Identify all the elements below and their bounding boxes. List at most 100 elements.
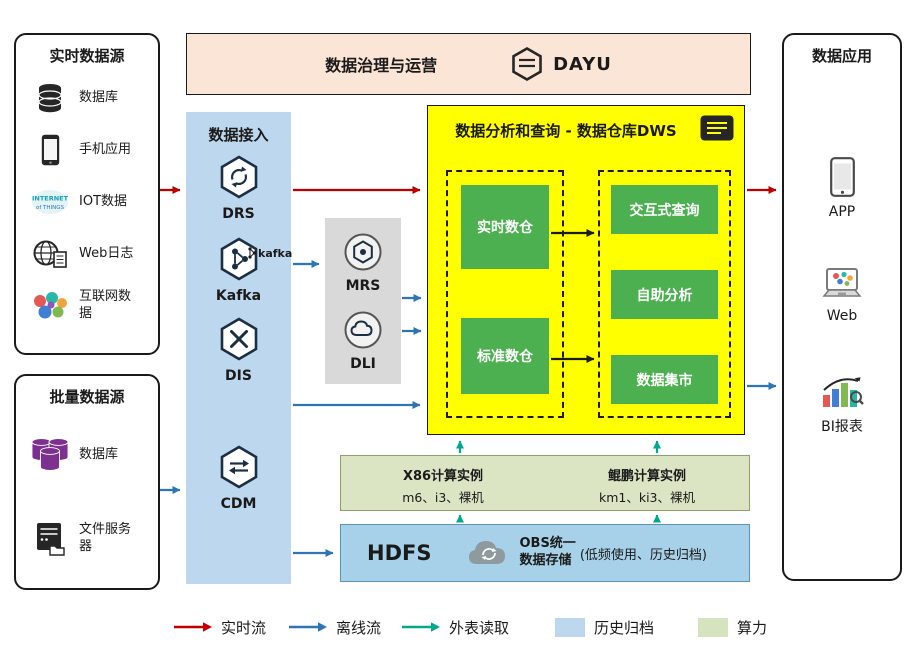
- kunpeng-compute: 鲲鹏计算实例 km1、ki3、裸机: [545, 456, 749, 510]
- internet-data-icon: [28, 291, 72, 321]
- svg-text:INTERNET: INTERNET: [32, 195, 69, 203]
- applications-title: 数据应用: [811, 47, 872, 65]
- batch-sources-panel: 批量数据源 数据库: [14, 374, 160, 590]
- kunpeng-compute-subtitle: km1、ki3、裸机: [598, 490, 696, 505]
- processing-label-dli: DLI: [350, 356, 376, 372]
- processing-item-dli: DLI: [325, 310, 401, 372]
- processing-item-mrs: MRS: [325, 232, 401, 294]
- phone-icon: [28, 134, 72, 166]
- ingest-item-drs: DRS: [186, 154, 291, 222]
- dayu-hexagon-icon: [512, 46, 542, 82]
- applications-panel: 数据应用 APP Web: [782, 33, 902, 581]
- kafka-wordmark: kafka: [247, 246, 292, 260]
- source-item-internet-data: 互联网数据: [16, 280, 158, 332]
- legend-item-realtime-flow: 实时流: [174, 616, 266, 638]
- cdm-hexagon-icon: [220, 445, 257, 489]
- ingest-label-cdm: CDM: [220, 496, 257, 512]
- obs-line2: 数据存储: [519, 553, 572, 568]
- governance-banner: 数据治理与运营 DAYU: [186, 33, 751, 95]
- dws-panel: 数据分析和查询 - 数据仓库DWS 实时数仓 标准数仓 交互式查询 自助分析 数…: [427, 105, 745, 435]
- legend-item-history-archive: 历史归档: [555, 616, 654, 638]
- source-item-iot: INTERNET of THINGS IOT数据: [16, 176, 158, 228]
- ingestion-column: 数据接入 DRS: [186, 112, 292, 584]
- kafka-logo-icon: [248, 247, 257, 259]
- legend-label: 算力: [737, 618, 768, 637]
- mrs-icon: [344, 233, 382, 271]
- legend-arrow-offline-icon: [289, 622, 327, 632]
- legend-arrow-external-icon: [402, 622, 440, 632]
- realtime-sources-title: 实时数据源: [49, 47, 125, 65]
- iot-icon: INTERNET of THINGS: [28, 187, 72, 217]
- warehouse-box-standard: 标准数仓: [461, 318, 549, 394]
- service-box-self-analysis: 自助分析: [611, 270, 718, 319]
- legend-swatch-archive: [555, 617, 585, 637]
- app-item-bi: BI报表: [784, 373, 900, 436]
- dis-hexagon-icon: [220, 317, 257, 361]
- app-item-web: Web: [784, 267, 900, 324]
- ingestion-title: 数据接入: [208, 126, 269, 144]
- ingest-label-kafka: Kafka: [215, 288, 262, 304]
- ingest-item-dis: DIS: [186, 316, 291, 384]
- x86-compute-subtitle: m6、i3、裸机: [402, 490, 484, 505]
- legend-label: 历史归档: [594, 618, 655, 637]
- database-icon: [28, 82, 72, 114]
- service-box-interactive-query: 交互式查询: [611, 185, 718, 234]
- dws-title: 数据分析和查询 - 数据仓库DWS: [455, 122, 677, 140]
- app-label: Web: [826, 308, 858, 324]
- source-label: 文件服务器: [79, 522, 132, 554]
- service-box-data-mart: 数据集市: [611, 355, 718, 404]
- warehouse-group: 实时数仓 标准数仓: [446, 170, 564, 418]
- batch-sources-list: 数据库 文件服务器: [16, 413, 158, 581]
- processing-label-mrs: MRS: [345, 278, 381, 294]
- legend-label: 实时流: [221, 618, 267, 637]
- document-icon: [699, 114, 735, 146]
- source-label: 数据库: [79, 89, 119, 105]
- warehouse-box-realtime: 实时数仓: [461, 185, 549, 269]
- source-item-file-server: 文件服务器: [16, 497, 158, 581]
- drs-hexagon-icon: [220, 155, 257, 199]
- realtime-sources-list: 数据库 手机应用 INTERNET of THINGS: [16, 72, 158, 332]
- app-phone-icon: [829, 157, 855, 197]
- service-group: 交互式查询 自助分析 数据集市: [598, 170, 731, 418]
- obs-storage-label: OBS统一 数据存储: [519, 536, 575, 570]
- ingest-item-kafka: kafka Kafka: [186, 236, 292, 304]
- source-label: IOT数据: [79, 193, 128, 209]
- kafka-hexagon-icon: [220, 237, 257, 281]
- source-label: Web日志: [79, 245, 134, 261]
- source-item-web-log: Web日志: [16, 228, 158, 280]
- bi-chart-icon: [823, 377, 864, 407]
- kunpeng-compute-title: 鲲鹏计算实例: [607, 469, 686, 484]
- dayu-text: DAYU: [553, 53, 612, 75]
- obs-cloud-icon: [465, 536, 513, 570]
- file-server-icon: [28, 521, 72, 557]
- legend-label: 离线流: [336, 618, 382, 637]
- ingest-label-dis: DIS: [225, 368, 252, 384]
- kafka-wordmark-text: kafka: [258, 246, 293, 260]
- realtime-sources-panel: 实时数据源 数据库: [14, 33, 160, 355]
- x86-compute-title: X86计算实例: [402, 469, 484, 484]
- storage-bar: HDFS OBS统一 数据存储 (低频使用、历史归档): [340, 524, 750, 582]
- compute-bar: X86计算实例 m6、i3、裸机 鲲鹏计算实例 km1、ki3、裸机: [340, 455, 750, 511]
- ingest-item-cdm: CDM: [186, 444, 291, 512]
- database-cluster-icon: [28, 436, 72, 474]
- legend-label: 外表读取: [449, 618, 510, 637]
- batch-sources-title: 批量数据源: [49, 388, 125, 406]
- ingest-label-drs: DRS: [222, 206, 255, 222]
- web-log-globe-icon: [28, 239, 72, 269]
- app-label: BI报表: [821, 419, 863, 435]
- source-item-database-cluster: 数据库: [16, 413, 158, 497]
- source-label: 互联网数据: [79, 289, 132, 321]
- dli-icon: [344, 311, 382, 349]
- obs-line1: OBS统一: [519, 536, 576, 552]
- hdfs-label: HDFS: [367, 541, 432, 565]
- app-item-app: APP: [784, 157, 900, 220]
- source-item-mobile-app: 手机应用: [16, 124, 158, 176]
- legend-item-offline-flow: 离线流: [289, 616, 381, 638]
- legend-arrow-realtime-icon: [174, 622, 212, 632]
- x86-compute: X86计算实例 m6、i3、裸机: [341, 456, 545, 510]
- processing-box: MRS DLI: [325, 218, 401, 384]
- source-label: 手机应用: [79, 141, 132, 157]
- app-label: APP: [828, 204, 856, 220]
- dayu-logo: DAYU: [509, 46, 612, 82]
